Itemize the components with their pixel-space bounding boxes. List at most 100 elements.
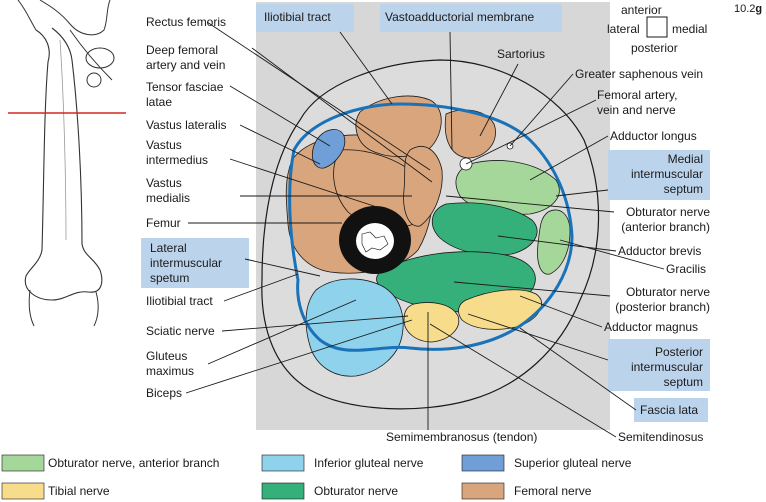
right-label-line: septum [664, 375, 703, 389]
left-label: Femur [146, 216, 181, 230]
legend: Obturator nerve, anterior branch Inferior… [1, 454, 632, 500]
right-label: Gracilis [666, 262, 706, 276]
top-label-box [256, 4, 354, 32]
left-label-line: artery and vein [146, 58, 225, 72]
figure-number: 10.2g [734, 3, 762, 15]
left-label: Iliotibial tract [146, 294, 213, 308]
right-label-line: intermuscular [631, 360, 703, 374]
orientation-square [646, 16, 668, 38]
legend-label: Femoral nerve [514, 484, 592, 498]
right-leader-line [519, 295, 603, 328]
left-label-line: Gluteus [146, 349, 187, 363]
cross-section [261, 59, 600, 410]
legend-swatch [1, 482, 45, 500]
left-label: Biceps [146, 386, 182, 400]
adductor-brevis [432, 202, 538, 256]
right-leader-line [429, 323, 617, 438]
right-label: Fascia lata [640, 403, 698, 417]
top-label: Sartorius [497, 47, 545, 61]
legend-swatch [461, 482, 505, 500]
right-leader-line [529, 135, 609, 181]
left-label-line: Tensor fasciae [146, 80, 224, 94]
left-label: Vastus lateralis [146, 118, 226, 132]
leg-thumbnail [8, 0, 126, 327]
left-leader-line [223, 273, 299, 302]
top-label-line: Sartorius [497, 47, 545, 61]
left-label-box [141, 238, 249, 288]
left-leader-line [207, 299, 357, 365]
orientation-lateral: lateral [607, 22, 640, 36]
right-label-line: septum [664, 182, 703, 196]
gracilis [537, 209, 571, 275]
orientation-medial: medial [672, 22, 707, 36]
legend-label: Tibial nerve [48, 484, 110, 498]
right-label-line: Femoral artery, [597, 88, 677, 102]
right-label-line: intermuscular [631, 167, 703, 181]
right-label-box [634, 398, 708, 422]
orientation-anterior: anterior [621, 3, 662, 17]
right-leader-line [445, 195, 615, 213]
right-label-line: Medial [668, 152, 703, 166]
legend-label: Inferior gluteal nerve [314, 456, 424, 470]
bottom-label: Semimembranosus (tendon) [386, 430, 537, 444]
legend-label: Obturator nerve [314, 484, 398, 498]
right-label: Adductor magnus [604, 320, 698, 334]
bottom-label-line: Semimembranosus (tendon) [386, 430, 537, 444]
left-label-line: Biceps [146, 386, 182, 400]
left-label-line: medialis [146, 191, 190, 205]
top-leader-line [339, 31, 393, 105]
right-label: Adductor longus [610, 129, 697, 143]
left-label-line: Deep femoral [146, 43, 218, 57]
right-label-line: Gracilis [666, 262, 706, 276]
legend-label: Superior gluteal nerve [514, 456, 632, 470]
labels-top: Iliotibial tract Vastoadductorial membran… [256, 4, 562, 151]
sartorius [444, 109, 496, 159]
right-label: Semitendinosus [618, 430, 703, 444]
right-label: Adductor brevis [618, 244, 701, 258]
left-label-line: Lateral [150, 241, 187, 255]
semimembranosus [403, 302, 460, 343]
right-leader-line [559, 239, 665, 270]
top-label: Iliotibial tract [264, 10, 331, 24]
labels-bottom: Semimembranosus (tendon) [386, 312, 537, 444]
gluteus-maximus [305, 278, 404, 377]
femur-marrow [356, 223, 394, 259]
left-label-line: Rectus femoris [146, 15, 226, 29]
top-label-box [380, 4, 562, 32]
left-label-line: spetum [150, 271, 189, 285]
right-label-line: Adductor brevis [618, 244, 701, 258]
right-leader-line [467, 313, 609, 361]
left-label-line: intermuscular [150, 256, 222, 270]
legend-label: Obturator nerve, anterior branch [48, 456, 219, 470]
top-label-line: Iliotibial tract [264, 10, 331, 24]
right-label-line: vein and nerve [597, 103, 676, 117]
legend-swatch [261, 482, 305, 500]
right-label-line: (anterior branch) [621, 220, 710, 234]
top-label-line: Vastoadductorial membrane [385, 10, 535, 24]
right-label: Greater saphenous vein [575, 67, 703, 81]
right-leader-line [465, 99, 597, 165]
top-label: Vastoadductorial membrane [385, 10, 535, 24]
left-leader-line [251, 47, 433, 183]
right-leader-line [453, 281, 611, 297]
left-label: Sciatic nerve [146, 324, 215, 338]
right-leader-line [519, 327, 637, 411]
tensor-fasciae-latae [311, 129, 346, 169]
legend-swatch [261, 454, 305, 472]
right-leader-line [555, 189, 609, 197]
right-label-line: Fascia lata [640, 403, 698, 417]
left-leader-line [244, 258, 321, 277]
right-label-box [608, 339, 710, 391]
right-leader-line [497, 235, 617, 252]
left-label-line: Vastus lateralis [146, 118, 226, 132]
right-label-line: Adductor magnus [604, 320, 698, 334]
